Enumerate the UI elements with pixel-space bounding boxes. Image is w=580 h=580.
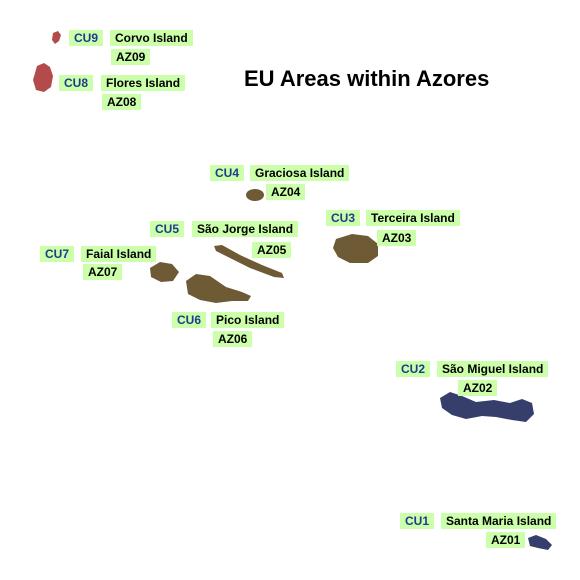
corvo-island-shape [52, 31, 61, 44]
island-name-sao-miguel: São Miguel Island [437, 361, 549, 377]
island-name-santa-maria: Santa Maria Island [441, 513, 557, 529]
flores-island-shape [33, 63, 53, 92]
code-label-cu4: CU4 [210, 165, 245, 181]
island-name-sao-jorge: São Jorge Island [192, 221, 299, 237]
code-label-cu2: CU2 [396, 361, 431, 377]
terceira-island-shape [333, 234, 378, 263]
map-title: EU Areas within Azores [244, 66, 490, 91]
code-label-cu8: CU8 [59, 75, 94, 91]
graciosa-island-shape [246, 189, 264, 201]
area-code-az06: AZ06 [213, 331, 253, 347]
island-name-flores: Flores Island [101, 75, 186, 91]
pico-island-shape [186, 274, 251, 303]
code-label-cu1: CU1 [400, 513, 435, 529]
island-name-corvo: Corvo Island [110, 30, 193, 46]
faial-island-shape [150, 262, 179, 282]
island-name-graciosa: Graciosa Island [250, 165, 350, 181]
code-label-cu7: CU7 [40, 246, 75, 262]
santa-maria-island-shape [528, 535, 552, 550]
code-label-cu5: CU5 [150, 221, 185, 237]
area-code-az02: AZ02 [458, 380, 498, 396]
area-code-az09: AZ09 [111, 49, 151, 65]
sao-miguel-island-shape [440, 392, 534, 422]
code-label-cu9: CU9 [69, 30, 104, 46]
area-code-az01: AZ01 [486, 532, 526, 548]
island-name-terceira: Terceira Island [366, 210, 460, 226]
area-code-az05: AZ05 [252, 242, 292, 258]
area-code-az08: AZ08 [102, 94, 142, 110]
sao-jorge-island-shape [214, 245, 284, 278]
area-code-az04: AZ04 [266, 184, 306, 200]
code-label-cu3: CU3 [326, 210, 361, 226]
area-code-az07: AZ07 [83, 264, 123, 280]
island-name-pico: Pico Island [211, 312, 285, 328]
code-label-cu6: CU6 [172, 312, 207, 328]
area-code-az03: AZ03 [377, 230, 417, 246]
island-name-faial: Faial Island [81, 246, 157, 262]
